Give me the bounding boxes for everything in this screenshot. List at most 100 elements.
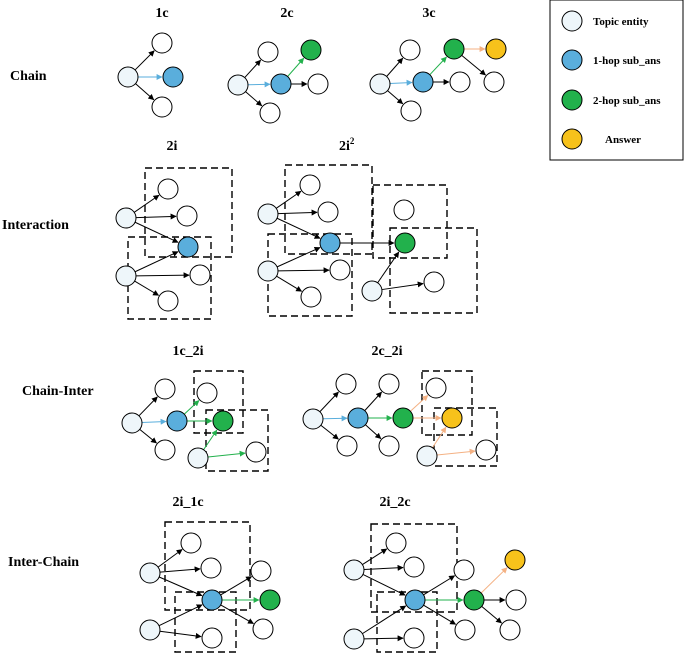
1c2i-neighbor-upper [196, 382, 218, 404]
3c-hop2-node [443, 38, 465, 60]
2i2-topic-top [257, 203, 279, 225]
2i2-edge-t2-a [276, 247, 321, 268]
2i-edge-t2-w3 [135, 272, 190, 279]
2c2i-edge-hop1 [322, 415, 348, 422]
2i2c-box-bottom [376, 591, 438, 653]
2i2-box-right-bottom [389, 227, 478, 314]
3c-neighbor-right [449, 71, 471, 93]
2c2i-hop2-node [392, 407, 414, 429]
edges [133, 46, 508, 642]
2i1c-hop1-node [201, 589, 223, 611]
1c-neighbor-top [151, 32, 173, 54]
pattern-title-1c: 1c [155, 6, 168, 21]
3c-edge-far [461, 54, 486, 76]
2c-edge-top [244, 59, 262, 78]
2c2i-hop1-node [347, 407, 369, 429]
2c2i-neighbor-upper [425, 377, 447, 399]
3c-answer-node [485, 38, 507, 60]
row-label-inter-chain: Inter-Chain [8, 555, 79, 570]
1c2i-edge-t2-rr [207, 450, 246, 458]
2i1c-edge-t2-w3 [159, 630, 202, 639]
2c-neighbor-top [257, 41, 279, 63]
1c2i-edge-top [138, 396, 158, 417]
2i2-box-right-top [372, 184, 448, 259]
legend-topic-swatch [561, 10, 583, 32]
1c2i-edge-bottom [139, 428, 157, 444]
2i2-topic-right [361, 280, 383, 302]
2i2c-hop1-node [404, 589, 426, 611]
2i2c-edge-t1-w2 [363, 564, 404, 571]
2i-neighbor-3 [189, 264, 211, 286]
2i-edge-t1-w1 [133, 194, 160, 213]
2c-hop1-node [270, 73, 292, 95]
3c-topic-node [369, 73, 391, 95]
2i2c-answer-node [504, 549, 526, 571]
2c2i-neighbor-right [475, 439, 497, 461]
1c2i-neighbor-top [154, 378, 176, 400]
2i1c-edge-t1-a [158, 576, 203, 597]
2c2i-edge-t2-y [432, 426, 447, 448]
2c2i-neighbor-low [378, 435, 400, 457]
2c2i-neighbor-mid [378, 373, 400, 395]
2i2-edge-t1-a [276, 217, 321, 239]
2i2c-edge-t2-a [362, 605, 407, 635]
2c2i-answer-node [441, 407, 463, 429]
2c-hop2-node [300, 39, 322, 61]
2i2c-topic-bottom [343, 628, 365, 650]
2i2-edge-t2-w3 [277, 267, 330, 274]
2i2c-edge-g-y [480, 567, 508, 594]
2i-topic-bottom [115, 265, 137, 287]
2c2i-edge-a-mid [364, 391, 382, 411]
1c-edge-top [134, 50, 155, 71]
2c2i-box-bottom [433, 407, 498, 467]
2i2c-neighbor-1 [385, 532, 407, 554]
2i2-edge-t2-w4 [276, 275, 303, 292]
2i2c-edge-t1-a [362, 573, 406, 596]
pattern-title-1c-2i: 1c_2i [172, 344, 203, 359]
2i1c-neighbor-1 [180, 532, 202, 554]
2i2-edge-t3-g [377, 251, 400, 284]
2i-neighbor-1 [157, 178, 179, 200]
2i1c-box-bottom [174, 591, 237, 653]
2c2i-edge-t2-rr [436, 448, 476, 456]
1c2i-neighbor-bottom [154, 439, 176, 461]
2c2i-neighbor-bottom [336, 435, 358, 457]
2i-edge-t2-w4 [134, 280, 160, 296]
legend-hop2-label: 2-hop sub_ans [593, 95, 661, 107]
legend-topic-label: Topic entity [593, 16, 649, 28]
3c-neighbor-bottom [400, 100, 422, 122]
3c-edge-hop2 [429, 56, 447, 76]
row-label-interaction: Interaction [2, 218, 69, 233]
1c2i-hop2-node [212, 410, 234, 432]
2i-neighbor-4 [157, 290, 179, 312]
1c2i-hop1-node [166, 410, 188, 432]
pattern-title-2i-1c: 2i_1c [172, 495, 203, 510]
2i2-neighbor-right-bottom [423, 271, 445, 293]
1c-hop1-node [162, 66, 184, 88]
2i2c-edge-t1-w1 [362, 548, 388, 566]
2i2-neighbor-2 [317, 201, 339, 223]
3c-edge-bottom [387, 90, 404, 105]
2i2-edge-t1-w2 [277, 209, 318, 216]
1c2i-box-bottom [205, 409, 269, 472]
pattern-title-2i2: 2i2 [339, 136, 355, 154]
pattern-title-2c: 2c [280, 6, 293, 21]
legend-hop2-swatch [561, 89, 583, 111]
2i1c-edge-t2-a [158, 604, 203, 627]
2i-hop1-node [177, 236, 199, 258]
pattern-title-2c-2i: 2c_2i [371, 344, 402, 359]
pattern-title-3c: 3c [422, 6, 435, 21]
2c2i-edge-top [319, 391, 339, 413]
3c-edge-top [386, 57, 404, 77]
2c-neighbor-bottom [259, 102, 281, 124]
2i2c-neighbor-3 [403, 627, 425, 649]
2c-edge-hop2 [287, 57, 305, 77]
3c-edge-hop1 [389, 79, 413, 86]
2i2c-neighbor-right-bottom [454, 619, 476, 641]
2i1c-topic-bottom [139, 619, 161, 641]
2i1c-neighbor-2 [200, 557, 222, 579]
2i1c-hop2-node [259, 589, 281, 611]
1c2i-edge-hop1 [141, 418, 167, 425]
1c2i-edge-a-up [183, 400, 200, 415]
row-label-chain: Chain [10, 69, 47, 84]
